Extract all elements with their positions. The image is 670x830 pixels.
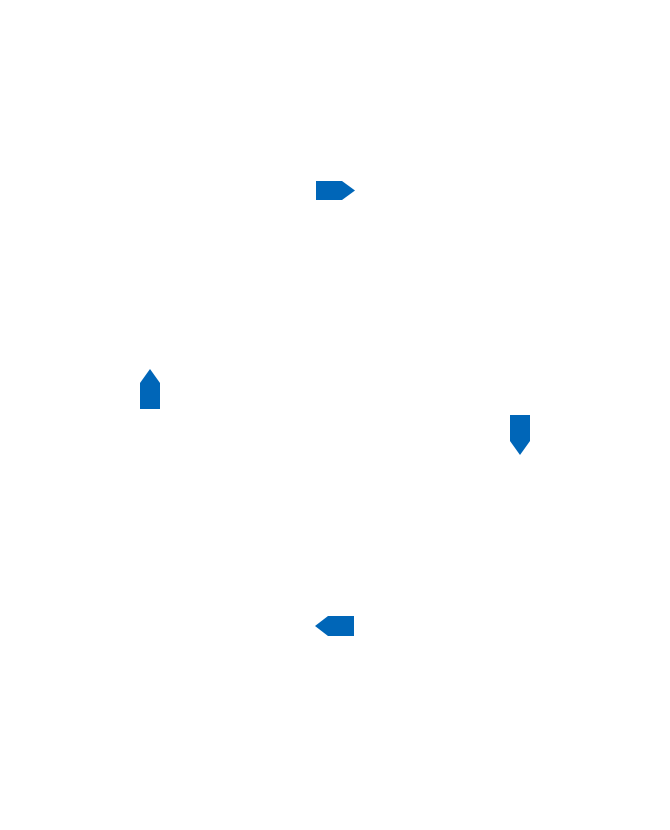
- arrow-tag-left-icon: [315, 616, 354, 636]
- arrow-tag-down-icon: [510, 415, 530, 455]
- arrow-tag-up-icon: [140, 369, 160, 409]
- arrow-tag-right-icon: [316, 181, 355, 200]
